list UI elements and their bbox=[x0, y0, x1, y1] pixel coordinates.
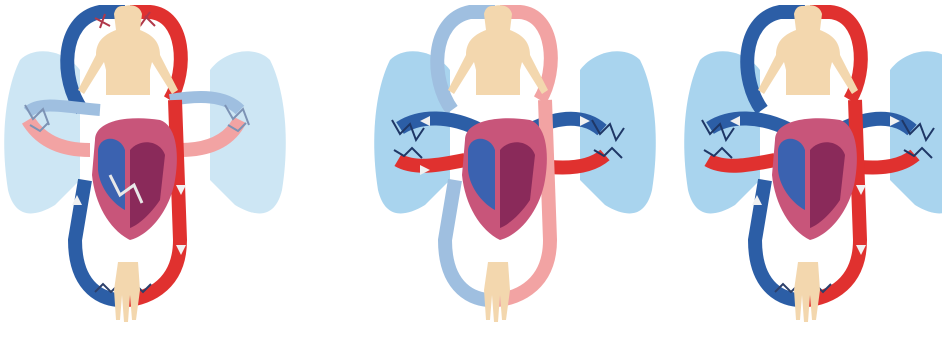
heart bbox=[772, 118, 857, 240]
person-lower-body bbox=[794, 262, 820, 322]
person-lower-body bbox=[114, 262, 140, 322]
heart bbox=[92, 118, 177, 240]
panel-1 bbox=[4, 5, 286, 322]
pulmonary-vein-left bbox=[708, 160, 775, 166]
heart bbox=[462, 118, 547, 240]
panel-2 bbox=[374, 5, 656, 322]
pulmonary-vein-left bbox=[398, 160, 465, 166]
pulmonary-vessel-left-blue bbox=[28, 106, 100, 112]
person-lower-body bbox=[484, 262, 510, 322]
panel-3 bbox=[684, 5, 942, 322]
